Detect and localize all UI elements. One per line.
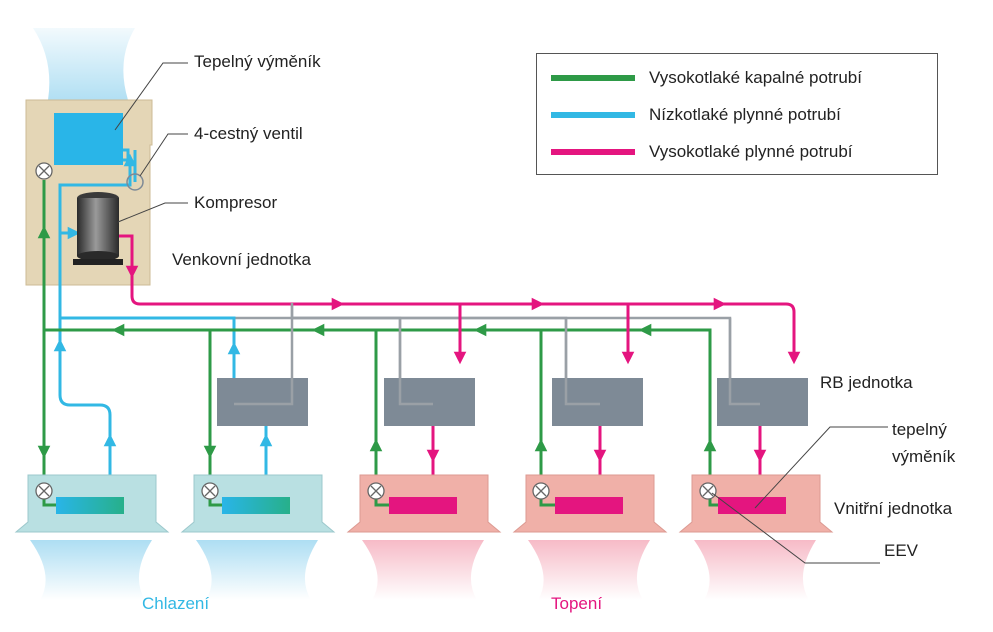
label-indoor-heat-exchanger-1: tepelný <box>892 420 947 439</box>
eev-valve-1 <box>35 482 53 500</box>
outdoor-hx-connector <box>123 148 130 160</box>
indoor-coil-3 <box>389 497 457 514</box>
label-heat-exchanger: Tepelný výměník <box>194 52 321 71</box>
legend-swatch-low-gas <box>551 112 635 118</box>
outdoor-air-discharge <box>33 28 135 100</box>
legend-swatch-high-gas <box>551 149 635 155</box>
rb-unit-4 <box>717 378 808 426</box>
legend-item-liquid: Vysokotlaké kapalné potrubí <box>551 67 862 89</box>
legend-item-high-gas: Vysokotlaké plynné potrubí <box>551 141 853 163</box>
label-indoor-unit: Vnitřní jednotka <box>834 499 953 518</box>
indoor-coil-4 <box>555 497 623 514</box>
label-rb-unit: RB jednotka <box>820 373 913 392</box>
label-indoor-heat-exchanger-2: výměník <box>892 447 956 466</box>
legend: Vysokotlaké kapalné potrubí Nízkotlaké p… <box>536 53 938 175</box>
outdoor-expansion-valve-icon <box>35 162 53 180</box>
indoor-air-flow-4 <box>528 540 650 600</box>
label-four-way-valve: 4-cestný ventil <box>194 124 303 143</box>
indoor-coils <box>42 497 786 514</box>
legend-swatch-liquid <box>551 75 635 81</box>
compressor-icon <box>73 192 123 265</box>
high-pressure-gas-pipes <box>118 234 796 507</box>
label-compressor: Kompresor <box>194 193 278 212</box>
legend-label-high-gas: Vysokotlaké plynné potrubí <box>649 142 853 161</box>
eev-valve-3 <box>367 482 385 500</box>
eev-valve-2 <box>201 482 219 500</box>
eev-valve-5 <box>699 482 717 500</box>
mode-heating-label: Topení <box>551 594 603 613</box>
indoor-air-flow-1 <box>30 540 152 600</box>
mode-cooling-label: Chlazení <box>142 594 210 613</box>
outdoor-heat-exchanger <box>54 113 123 165</box>
indoor-air-flow-5 <box>694 540 816 600</box>
four-way-valve-icon <box>126 173 144 191</box>
legend-label-low-gas: Nízkotlaké plynné potrubí <box>649 105 841 124</box>
indoor-coil-2 <box>222 497 290 514</box>
indoor-air-flow-2 <box>196 540 318 600</box>
eev-valve-4 <box>532 482 550 500</box>
indoor-coil-1 <box>56 497 124 514</box>
indoor-air-flow-3 <box>362 540 484 600</box>
rb-unit-1 <box>217 378 308 426</box>
rb-unit-2 <box>384 378 475 426</box>
leader-lines <box>114 62 888 564</box>
label-outdoor-unit: Venkovní jednotka <box>172 250 311 269</box>
legend-label-liquid: Vysokotlaké kapalné potrubí <box>649 68 862 87</box>
legend-item-low-gas: Nízkotlaké plynné potrubí <box>551 104 841 126</box>
eev-valve-icons <box>35 482 717 500</box>
label-eev: EEV <box>884 541 919 560</box>
